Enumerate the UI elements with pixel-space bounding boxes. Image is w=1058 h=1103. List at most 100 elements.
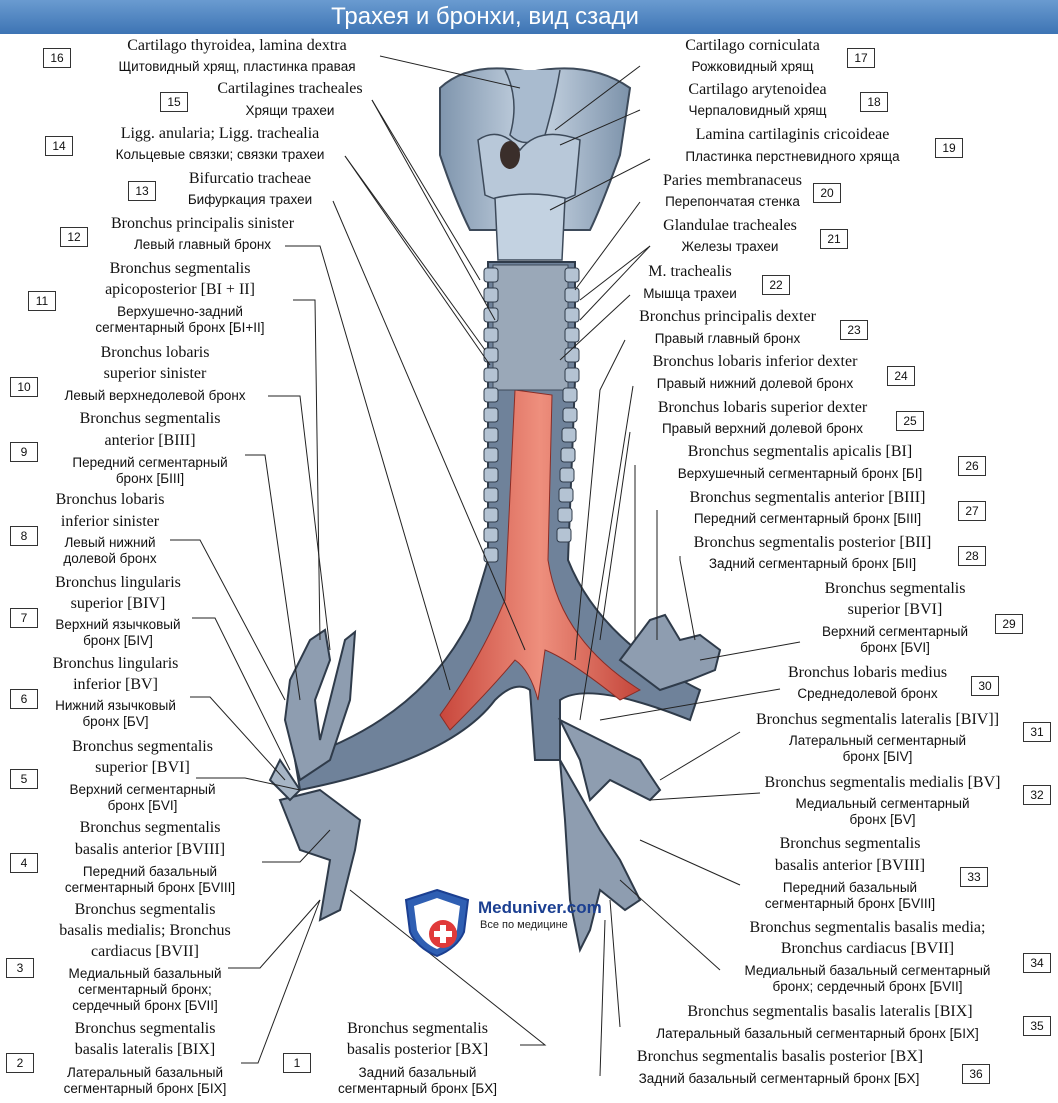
label-russian: сегментарный бронх [БVIII] [764, 896, 936, 911]
label-russian: Бифуркация трахеи [187, 192, 313, 207]
label-latin: superior [BIV] [70, 595, 166, 612]
label-latin: anterior [BIII] [104, 432, 196, 449]
label-number: 16 [43, 48, 71, 68]
label-latin: Bronchus segmentalis apicalis [BI] [687, 443, 913, 460]
larynx [439, 67, 632, 261]
label-latin: Bronchus segmentalis [347, 1020, 488, 1037]
label-russian: Мышца трахеи [643, 286, 737, 301]
label-russian: Нижний язычковый [55, 698, 176, 713]
label-russian: Хрящи трахеи [245, 103, 335, 118]
shield-cross-icon [404, 888, 470, 958]
label-latin: Bronchus segmentalis [79, 819, 221, 836]
label-latin: Bronchus lingularis [55, 574, 181, 591]
title-bar: Трахея и бронхи, вид сзади [0, 0, 1058, 34]
label-latin: basalis anterior [BVIII] [774, 857, 926, 874]
label-russian: сегментарный бронх [БVIII] [64, 880, 236, 895]
label-latin: Bronchus segmentalis [74, 1020, 216, 1037]
label-russian: сердечный бронх [БVII] [72, 998, 218, 1013]
label-russian: Передний сегментарный бронх [БIII] [693, 511, 922, 526]
label-latin: superior [BVI] [95, 759, 190, 776]
label-russian: бронх; сердечный бронх [БVII] [772, 979, 963, 994]
label-number: 36 [962, 1064, 990, 1084]
label-russian: Перепончатая стенка [665, 194, 800, 209]
label-number: 29 [995, 614, 1023, 634]
label-latin: Bronchus lobaris [100, 344, 210, 361]
page-title: Трахея и бронхи, вид сзади [331, 3, 639, 30]
label-number: 27 [958, 501, 986, 521]
label-russian: долевой бронх [63, 551, 157, 566]
label-latin: basalis posterior [BX] [346, 1041, 489, 1058]
label-russian: Верхушечный сегментарный бронх [БI] [677, 466, 923, 481]
label-russian: сегментарный бронх; [78, 982, 212, 997]
label-number: 17 [847, 48, 875, 68]
label-latin: Bronchus segmentalis [72, 738, 213, 755]
label-russian: бронх [БVI] [860, 640, 930, 655]
logo-tagline: Все по медицине [480, 919, 568, 931]
label-latin: superior [BVI] [847, 601, 943, 618]
meduniver-logo [402, 888, 472, 963]
label-number: 32 [1023, 785, 1051, 805]
label-latin: M. trachealis [648, 263, 732, 280]
label-russian: Медиальный сегментарный [795, 796, 970, 811]
label-latin: Lamina cartilaginis cricoideae [695, 126, 890, 143]
label-russian: Латеральный базальный [66, 1065, 224, 1080]
label-russian: Черпаловидный хрящ [688, 103, 827, 118]
label-latin: Cartilago thyroidea, lamina dextra [127, 37, 347, 54]
label-russian: Верхушечно-задний [117, 304, 243, 319]
label-latin: Bronchus segmentalis basalis lateralis [… [687, 1003, 973, 1020]
label-russian: Левый верхнедолевой бронх [64, 388, 246, 403]
label-latin: Bronchus lingularis [52, 655, 179, 672]
label-russian: Задний базальный [358, 1065, 477, 1080]
label-russian: сегментарный бронх [БIX] [63, 1081, 227, 1096]
label-latin: Bronchus cardiacus [BVII] [780, 940, 955, 957]
label-russian: бронх [БV] [82, 714, 149, 729]
label-russian: Передний базальный [782, 880, 918, 895]
label-latin: Bronchus segmentalis [824, 580, 966, 597]
label-number: 34 [1023, 953, 1051, 973]
label-number: 25 [896, 411, 924, 431]
label-number: 13 [128, 181, 156, 201]
label-latin: inferior [BV] [73, 676, 158, 693]
label-latin: Bronchus segmentalis anterior [BIII] [689, 489, 926, 506]
label-russian: Медиальный базальный сегментарный [744, 963, 991, 978]
label-russian: Задний сегментарный бронх [БII] [708, 556, 917, 571]
label-latin: apicoposterior [BI + II] [105, 281, 255, 298]
label-russian: Левый нижний [64, 535, 156, 550]
label-number: 1 [283, 1053, 311, 1073]
label-number: 2 [6, 1053, 34, 1073]
label-russian: Левый главный бронх [133, 237, 272, 252]
label-number: 14 [45, 136, 73, 156]
label-number: 23 [840, 320, 868, 340]
label-number: 10 [10, 377, 38, 397]
label-latin: Paries membranaceus [662, 172, 803, 189]
label-number: 33 [960, 867, 988, 887]
label-russian: Правый верхний долевой бронх [661, 421, 864, 436]
label-russian: Рожковидный хрящ [691, 59, 814, 74]
label-latin: superior sinister [103, 365, 207, 382]
label-number: 8 [10, 526, 38, 546]
label-russian: Верхний язычковый [55, 617, 181, 632]
label-russian: бронх [БIV] [83, 633, 153, 648]
label-latin: Bronchus lobaris medius [787, 664, 948, 681]
leader-lines [170, 55, 801, 1077]
label-latin: Bronchus segmentalis basalis posterior [… [636, 1048, 924, 1065]
label-russian: бронх [БIV] [842, 749, 913, 764]
label-number: 11 [28, 291, 56, 311]
logo-name: Meduniver.com [478, 898, 602, 917]
label-russian: Передний базальный [82, 864, 218, 879]
label-number: 30 [971, 676, 999, 696]
label-latin: Bronchus segmentalis [109, 260, 251, 277]
label-number: 7 [10, 608, 38, 628]
label-latin: Bronchus principalis sinister [110, 215, 295, 232]
label-russian: Кольцевые связки; связки трахеи [115, 147, 325, 162]
label-russian: Железы трахеи [681, 239, 779, 254]
label-latin: Cartilago corniculata [685, 37, 820, 54]
label-number: 19 [935, 138, 963, 158]
trachea [293, 261, 702, 792]
label-number: 20 [813, 183, 841, 203]
label-latin: Bronchus segmentalis medialis [BV] [764, 774, 1001, 791]
label-latin: Glandulae tracheales [663, 217, 797, 234]
label-latin: Bronchus segmentalis [74, 901, 216, 918]
label-latin: Bronchus lobaris [55, 491, 165, 508]
label-russian: бронх [БVI] [107, 798, 178, 813]
